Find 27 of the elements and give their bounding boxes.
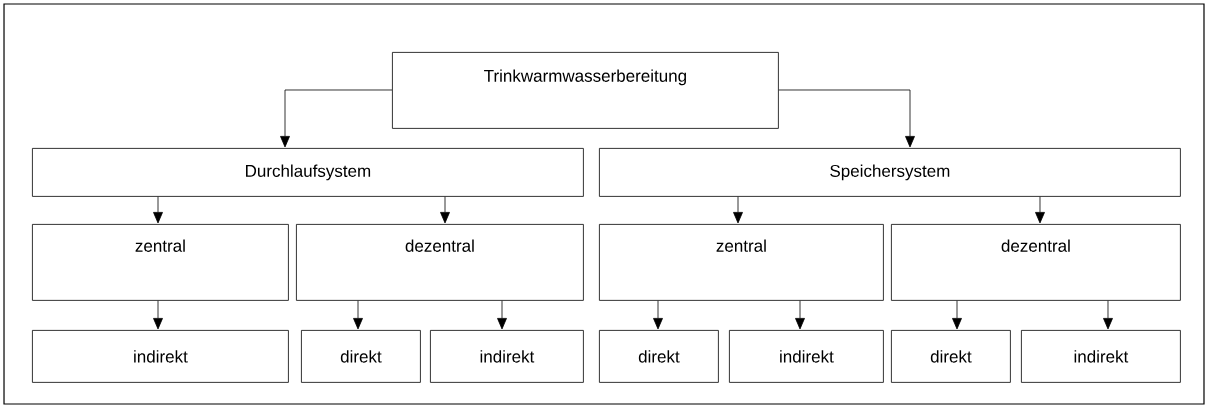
box: dezentral xyxy=(891,224,1181,301)
box: indirekt xyxy=(32,330,289,383)
arrow xyxy=(440,196,450,224)
arrow xyxy=(795,300,805,330)
arrow xyxy=(153,196,163,224)
arrow xyxy=(353,300,363,330)
box: indirekt xyxy=(430,330,584,383)
arrow xyxy=(280,89,393,148)
box: dezentral xyxy=(296,224,584,301)
arrow xyxy=(952,300,962,330)
arrow xyxy=(497,300,507,330)
arrow xyxy=(653,300,663,330)
box: Trinkwarmwasserbereitung xyxy=(392,52,779,129)
box: direkt xyxy=(599,330,719,383)
box: direkt xyxy=(891,330,1011,383)
box: zentral xyxy=(32,224,289,301)
box: indirekt xyxy=(1021,330,1181,383)
arrow xyxy=(778,89,915,148)
box: direkt xyxy=(301,330,421,383)
arrow xyxy=(733,196,743,224)
box: zentral xyxy=(599,224,884,301)
box: Durchlaufsystem xyxy=(32,148,584,197)
arrow xyxy=(1103,300,1113,330)
box: indirekt xyxy=(729,330,884,383)
arrow xyxy=(1035,196,1045,224)
box: Speichersystem xyxy=(599,148,1181,197)
arrow xyxy=(153,300,163,330)
